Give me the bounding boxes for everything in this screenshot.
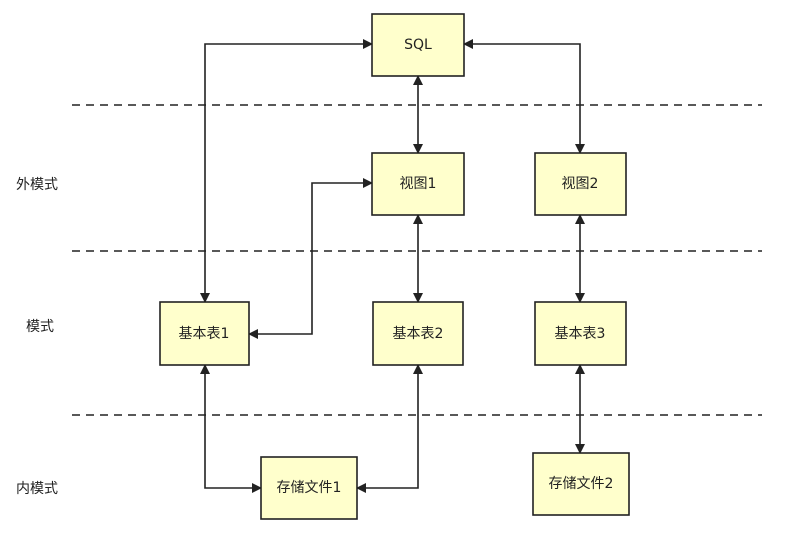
node-table2-label: 基本表2 [393,325,444,342]
node-sql: SQL [371,13,465,77]
node-table2: 基本表2 [372,301,464,366]
node-view1-label: 视图1 [400,176,437,192]
node-table3: 基本表3 [534,301,627,366]
edge-sql-table1 [200,39,373,303]
node-view1: 视图1 [371,152,465,216]
node-table1-label: 基本表1 [179,325,230,342]
edge-sql-view2 [463,39,585,154]
node-table1: 基本表1 [159,301,250,366]
level-label-internal: 内模式 [16,481,58,497]
node-storage2-label: 存储文件2 [549,476,614,492]
node-storage2: 存储文件2 [532,452,630,516]
level-label-external: 外模式 [16,177,58,193]
node-storage1-label: 存储文件1 [277,480,342,496]
edge-table2-storage1 [356,364,423,493]
node-storage1: 存储文件1 [260,456,358,520]
edge-table1-storage1 [200,364,262,493]
edge-view1-table1 [248,178,373,339]
node-view2-label: 视图2 [562,176,599,192]
node-sql-label: SQL [404,37,432,53]
node-table3-label: 基本表3 [555,325,606,342]
node-view2: 视图2 [534,152,627,216]
level-label-conceptual: 模式 [26,319,54,335]
